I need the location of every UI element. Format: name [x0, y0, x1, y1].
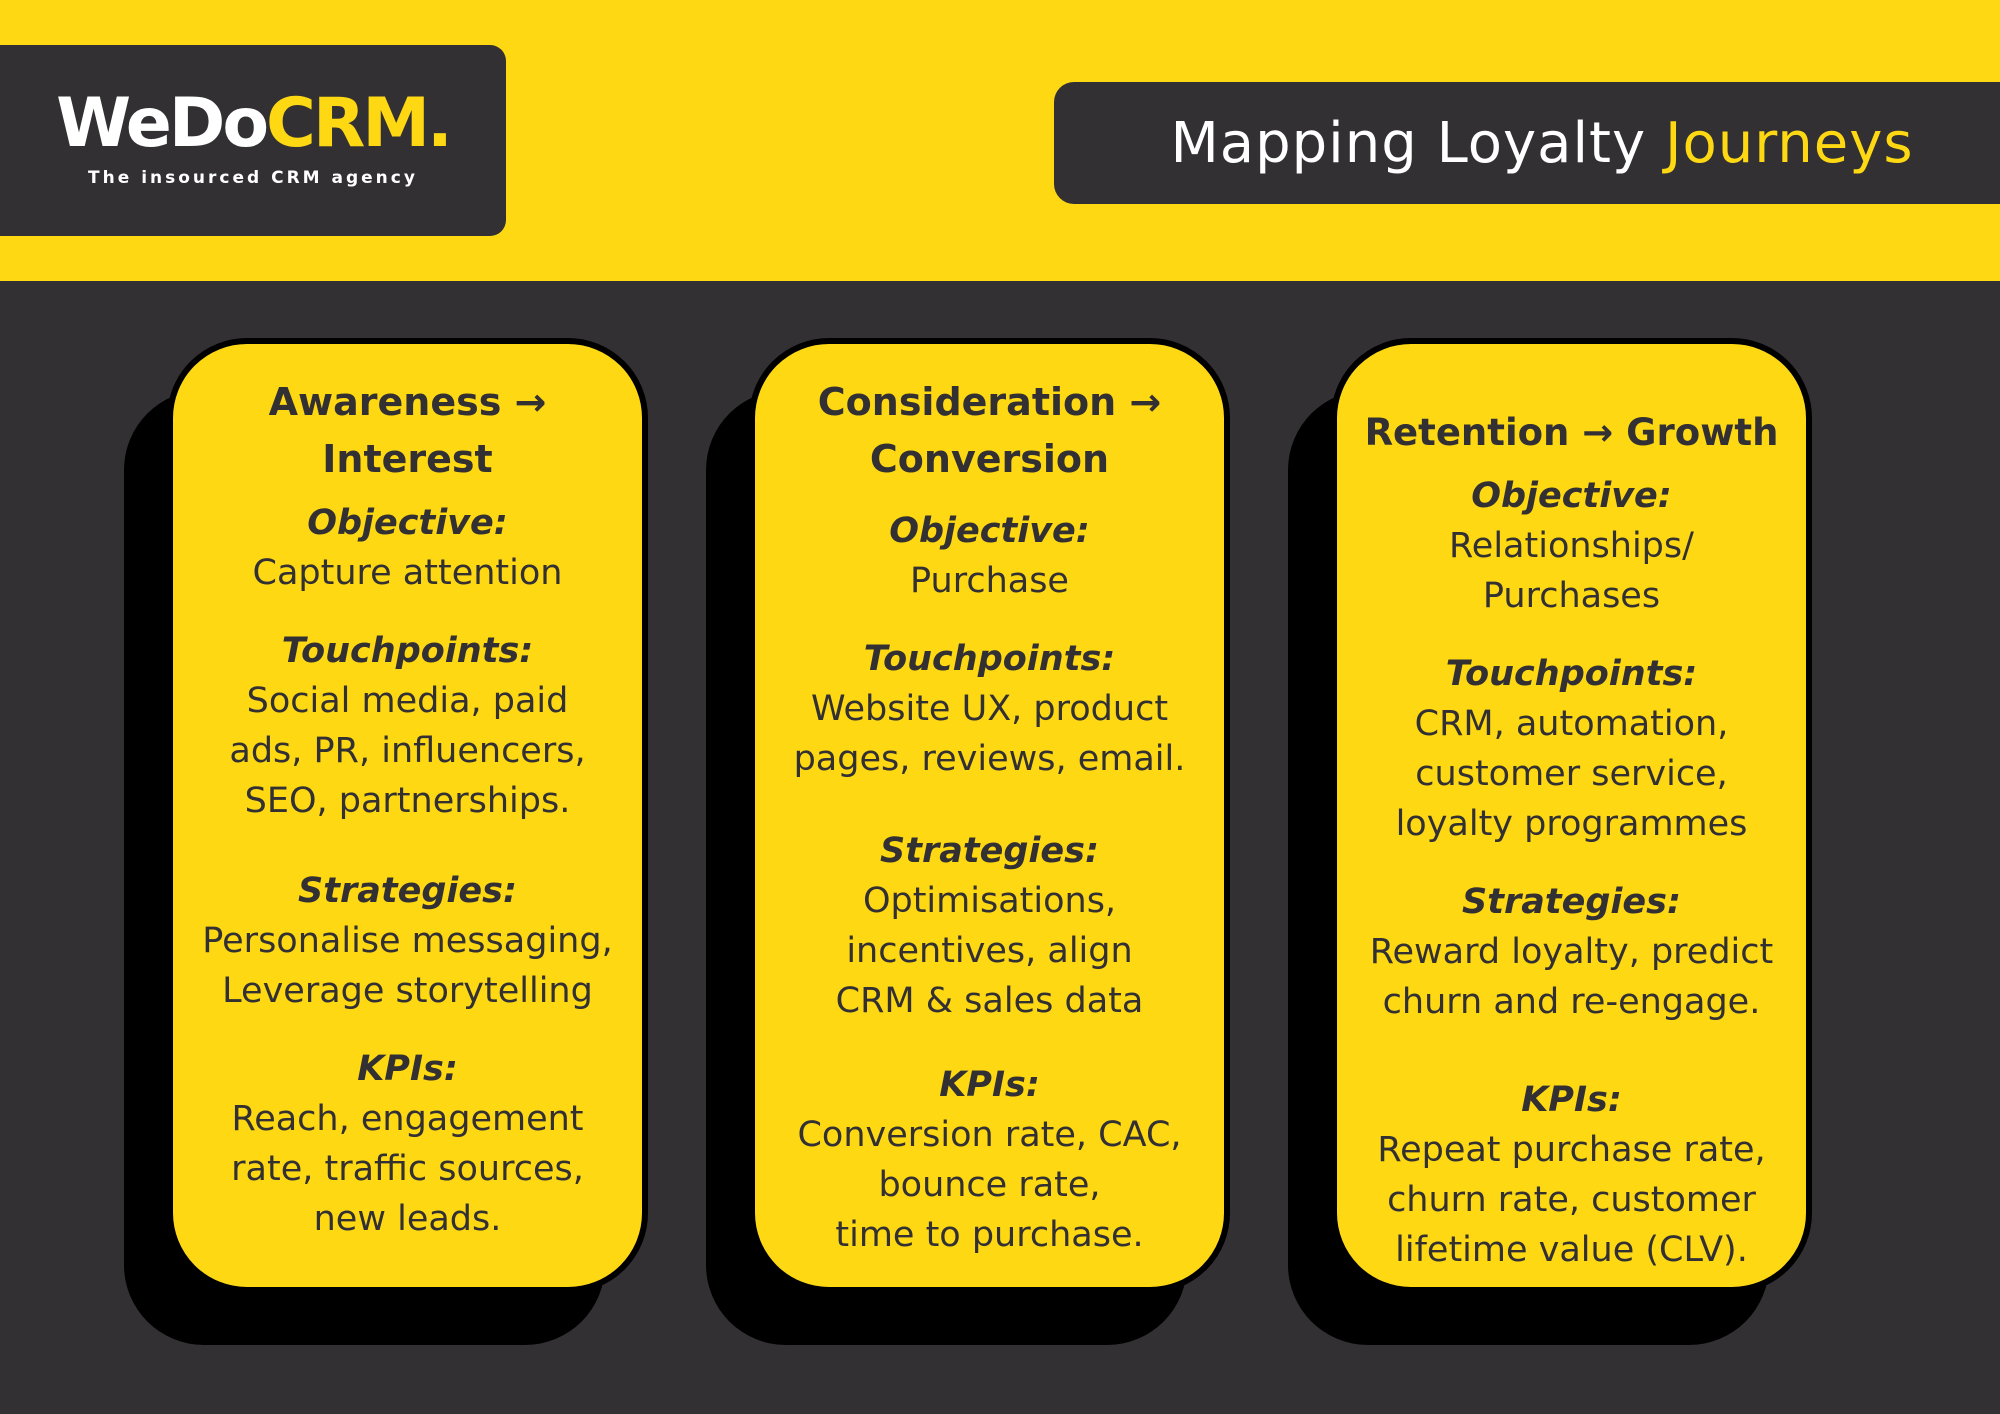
- kpis-label: KPIs:: [1521, 1080, 1622, 1120]
- kpis-label: KPIs:: [939, 1065, 1040, 1105]
- logo-white: WeDo: [56, 84, 269, 163]
- objective-label: Objective:: [889, 511, 1090, 551]
- card-retention: Retention → Growth Objective: Relationshi…: [1331, 338, 1812, 1293]
- strategies-value: Optimisations, incentives, align CRM & s…: [835, 881, 1144, 1021]
- objective-value: Relationships/ Purchases: [1449, 526, 1694, 616]
- touchpoints-value: CRM, automation, customer service, loyal…: [1395, 704, 1748, 844]
- logo-yellow: CRM.: [266, 84, 453, 163]
- kpis-value: Conversion rate, CAC, bounce rate, time …: [797, 1115, 1182, 1255]
- objective-label: Objective:: [1471, 476, 1672, 516]
- kpis-value: Repeat purchase rate, churn rate, custom…: [1377, 1130, 1766, 1270]
- page-title: Mapping Loyalty Journeys: [1170, 110, 1914, 176]
- touchpoints-value: Social media, paid ads, PR, influencers,…: [229, 681, 586, 821]
- strategies-label: Strategies:: [880, 831, 1099, 871]
- card-awareness: Awareness → Interest Objective: Capture a…: [167, 338, 648, 1293]
- strategies-value: Personalise messaging, Leverage storytel…: [202, 921, 613, 1011]
- objective-label: Objective:: [307, 503, 508, 543]
- card-heading: Retention → Growth: [1364, 411, 1779, 454]
- card-heading: Awareness → Interest: [268, 380, 547, 481]
- touchpoints-value: Website UX, product pages, reviews, emai…: [793, 689, 1186, 779]
- touchpoints-label: Touchpoints:: [281, 631, 534, 671]
- objective-value: Capture attention: [252, 553, 563, 593]
- logo-tagline: The insourced CRM agency: [88, 168, 418, 188]
- strategies-value: Reward loyalty, predict churn and re-eng…: [1369, 932, 1774, 1022]
- title-box: Mapping Loyalty Journeys: [1054, 82, 2000, 204]
- kpis-label: KPIs:: [357, 1049, 458, 1089]
- kpis-value: Reach, engagement rate, traffic sources,…: [231, 1099, 584, 1239]
- strategies-label: Strategies:: [298, 871, 517, 911]
- brand-logo: WeDoCRM. The insourced CRM agency: [0, 45, 506, 236]
- touchpoints-label: Touchpoints:: [863, 639, 1116, 679]
- card-consideration: Consideration → Conversion Objective: Pur…: [749, 338, 1230, 1293]
- strategies-label: Strategies:: [1462, 882, 1681, 922]
- objective-value: Purchase: [910, 561, 1069, 601]
- touchpoints-label: Touchpoints:: [1445, 654, 1698, 694]
- card-heading: Consideration → Conversion: [817, 380, 1162, 481]
